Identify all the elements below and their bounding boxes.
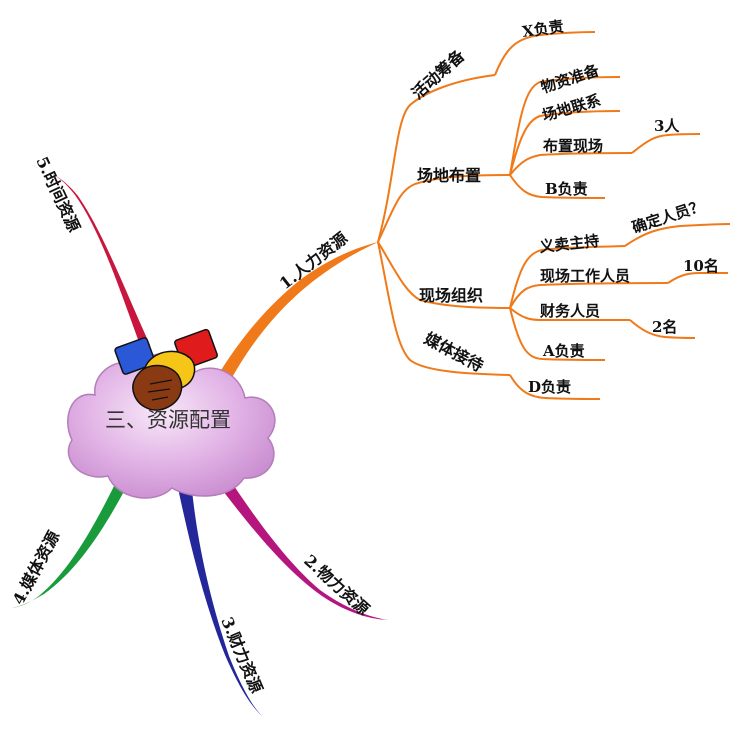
link-staff bbox=[509, 282, 669, 309]
branch-media-line bbox=[12, 478, 130, 608]
link-onsite bbox=[377, 241, 511, 309]
node-staff[interactable]: 现场工作人员 bbox=[540, 267, 630, 285]
node-site-contact[interactable]: 场地联系 bbox=[540, 91, 603, 125]
link-confirm bbox=[624, 223, 731, 247]
node-b[interactable]: B负责 bbox=[545, 180, 588, 198]
link-materials-prep bbox=[509, 76, 621, 176]
link-site-contact bbox=[509, 110, 621, 176]
branch-material-line bbox=[220, 480, 388, 620]
node-setup[interactable]: 布置现场 bbox=[543, 137, 603, 155]
node-2[interactable]: 2名 bbox=[652, 318, 677, 336]
link-x bbox=[494, 31, 596, 76]
link-3people bbox=[631, 133, 701, 154]
branch-media-label[interactable]: 4.媒体资源 bbox=[9, 528, 64, 608]
node-finance-staff[interactable]: 财务人员 bbox=[540, 302, 600, 320]
link-10 bbox=[667, 272, 728, 284]
link-activity bbox=[377, 74, 496, 243]
branch-finance-line bbox=[178, 488, 262, 716]
node-x[interactable]: X负责 bbox=[521, 17, 565, 41]
node-d[interactable]: D负责 bbox=[528, 378, 571, 396]
link-setup bbox=[509, 152, 633, 176]
node-materials-prep[interactable]: 物资准备 bbox=[539, 61, 603, 97]
node-activity[interactable]: 活动筹备 bbox=[408, 45, 469, 103]
node-confirm[interactable]: 确定人员？ bbox=[630, 197, 707, 237]
human-subtree bbox=[377, 31, 731, 400]
link-venue bbox=[377, 174, 511, 243]
node-a[interactable]: A负责 bbox=[542, 342, 585, 360]
node-3people[interactable]: 3人 bbox=[654, 117, 680, 135]
node-host[interactable]: 义卖主持 bbox=[539, 232, 601, 256]
branch-human-line bbox=[215, 242, 378, 385]
node-onsite[interactable]: 现场组织 bbox=[419, 286, 483, 305]
branch-time-line bbox=[25, 165, 150, 345]
node-venue[interactable]: 场地布置 bbox=[417, 166, 481, 185]
link-2 bbox=[629, 319, 696, 339]
link-d bbox=[509, 374, 601, 400]
node-10[interactable]: 10名 bbox=[683, 257, 719, 275]
link-b bbox=[509, 174, 606, 199]
link-finance-staff bbox=[509, 307, 630, 322]
center-title: 三、资源配置 bbox=[105, 408, 231, 432]
link-host bbox=[509, 245, 626, 309]
branch-finance-label[interactable]: 3.财力资源 bbox=[217, 614, 266, 696]
handshake-icon bbox=[114, 328, 218, 411]
link-media-rec bbox=[377, 241, 511, 376]
link-a bbox=[509, 307, 606, 361]
